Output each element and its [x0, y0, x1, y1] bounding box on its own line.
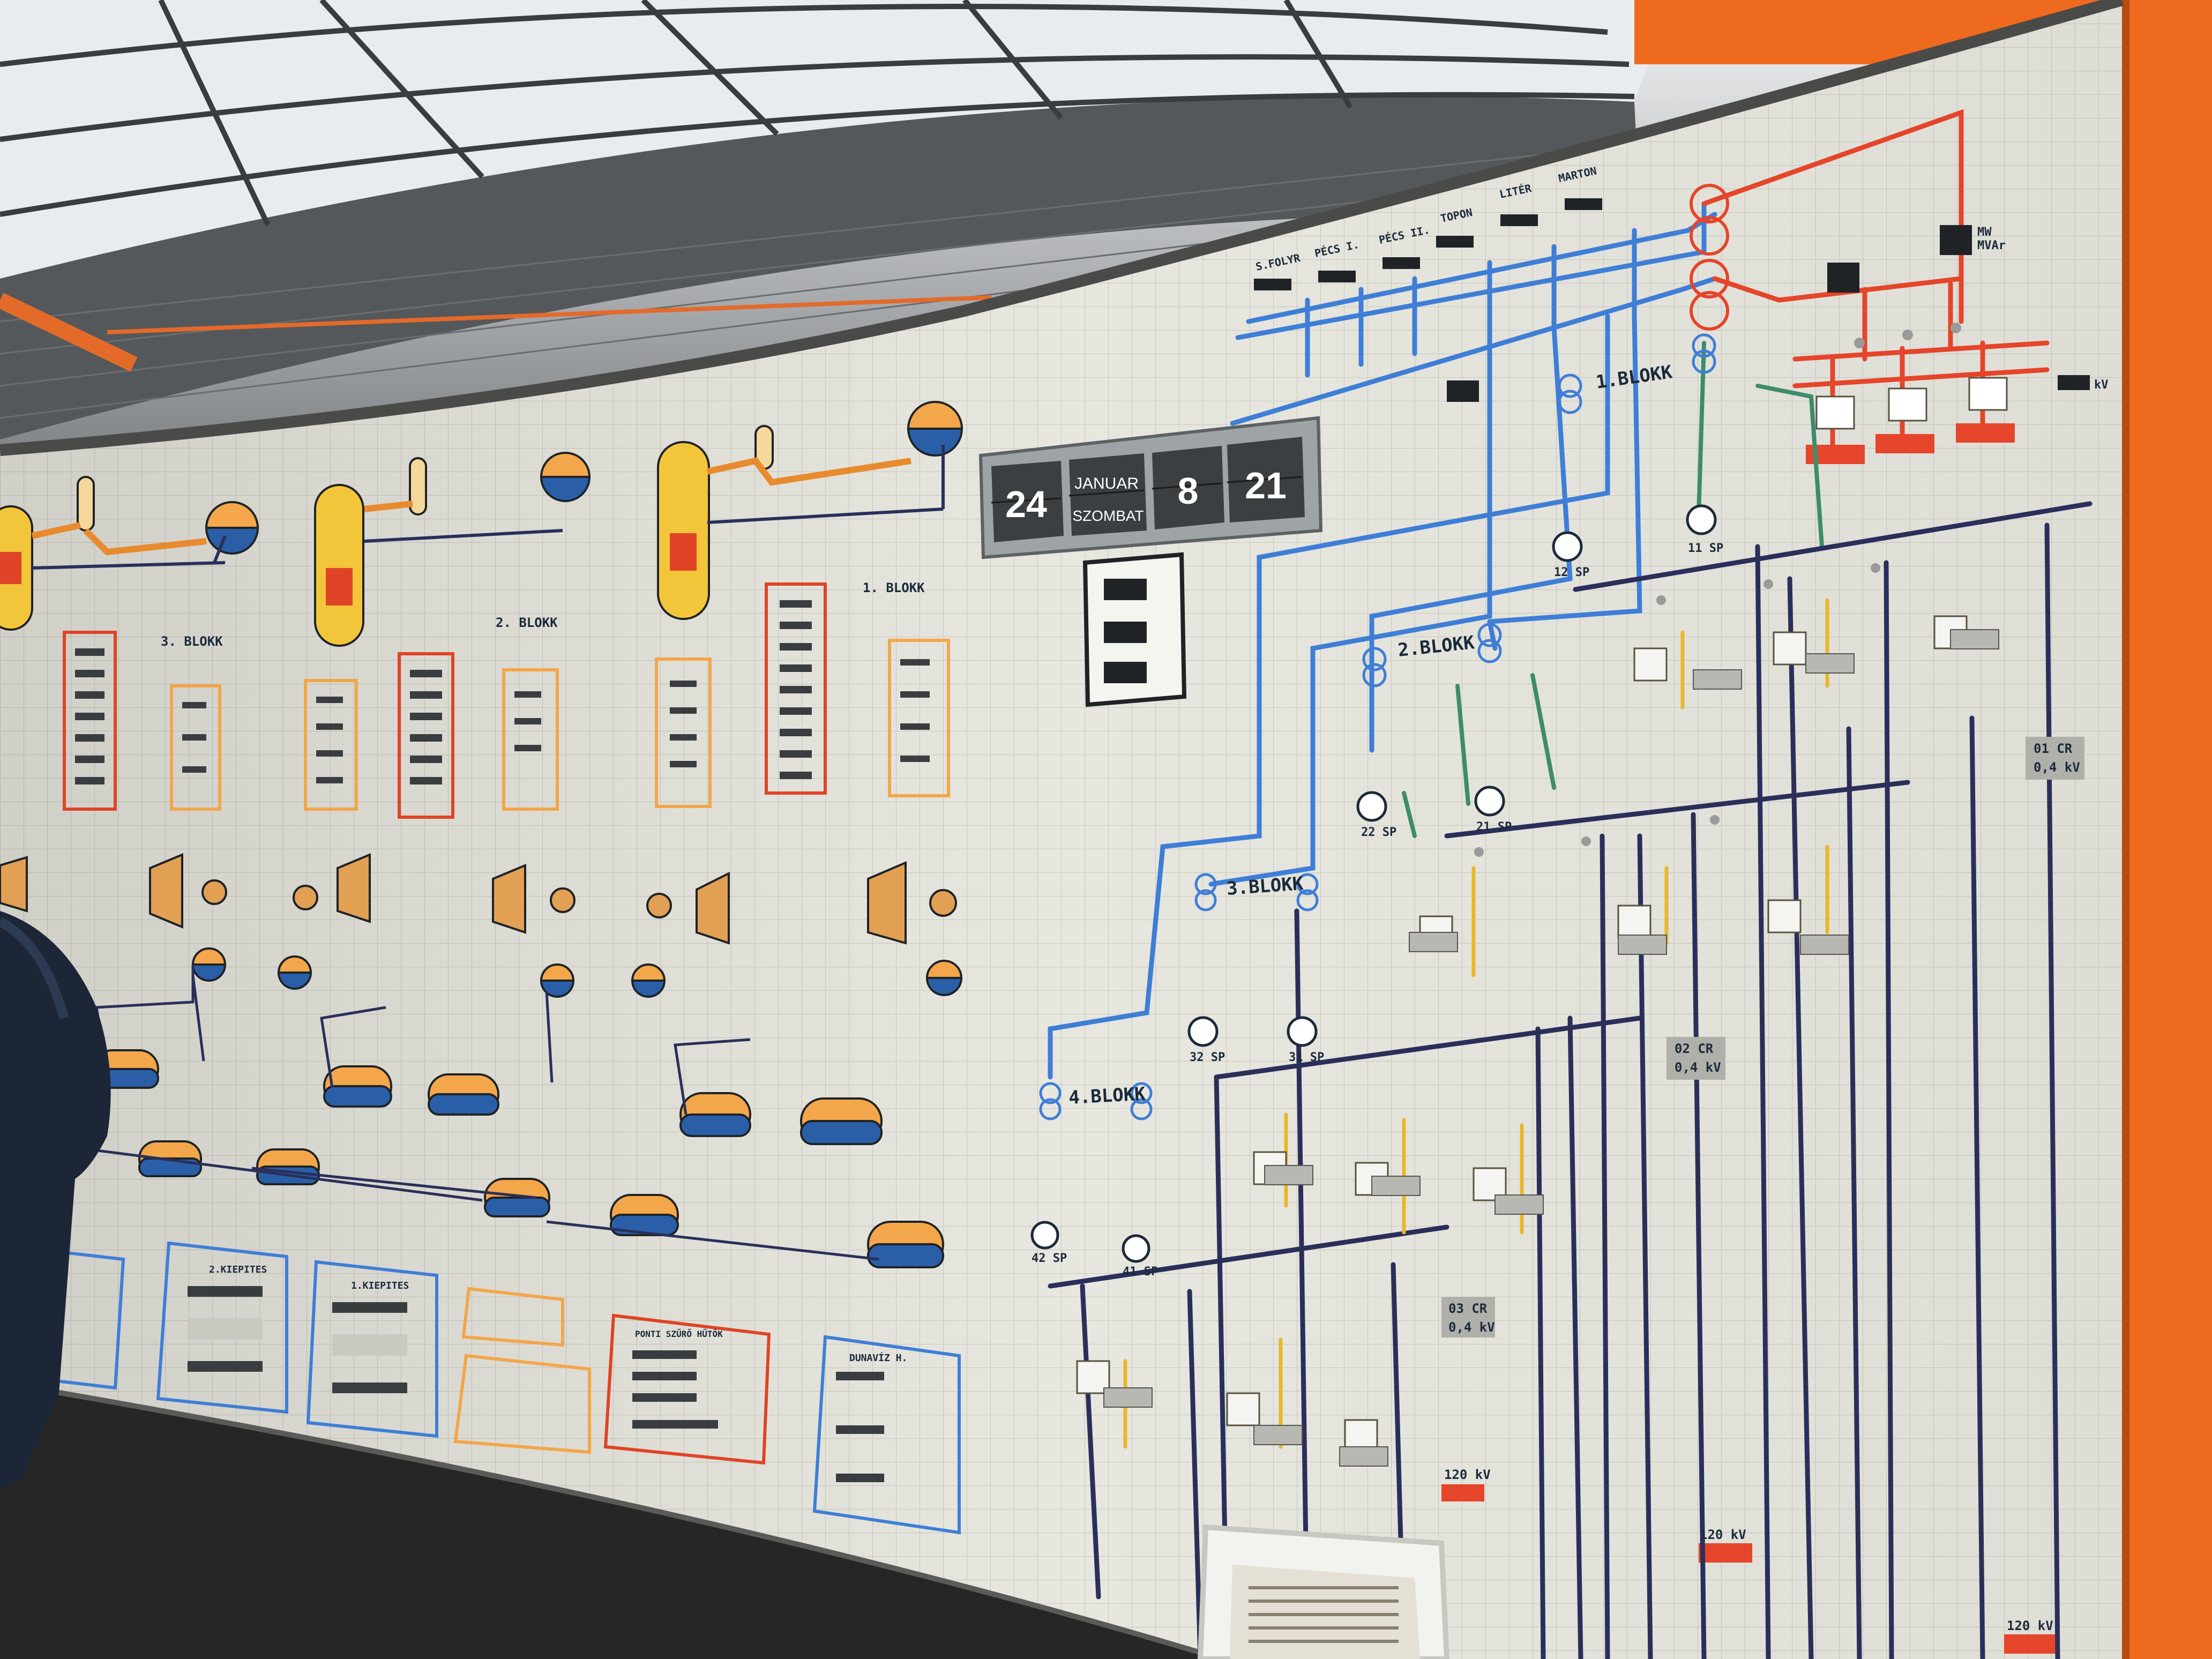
electrical-diagram [1030, 109, 2093, 1659]
kiepites-2-label: 2.KIEPITES [209, 1264, 267, 1275]
cr01-kv: 0,4 kV [2034, 760, 2080, 775]
kiepites-1-label: 1.KIEPITES [351, 1280, 409, 1291]
left-block-1: 1. BLOKK [863, 580, 925, 595]
generator-labels: 12 SP 11 SP 22 SP 21 SP 32 SP 31 SP 42 S… [1032, 542, 1723, 1279]
gen-12sp: 12 SP [1554, 566, 1589, 579]
cr-tags: 01 CR 0,4 kV 02 CR 0,4 kV 03 CR 0,4 kV 1… [1441, 737, 2084, 1633]
kv120-b: 120 kV [1444, 1467, 1491, 1482]
gen-31sp: 31 SP [1289, 1051, 1324, 1064]
clock-day: 24 [1005, 483, 1047, 525]
block-4-label: 4.BLOKK [1068, 1083, 1146, 1109]
cr03-kv: 0,4 kV [1448, 1320, 1495, 1335]
gen-42sp: 42 SP [1032, 1252, 1067, 1265]
kv120-a: 120 kV [1700, 1527, 1746, 1542]
cr03-label: 03 CR [1448, 1301, 1488, 1316]
unit-mvar: MVAr [1977, 239, 2006, 252]
info-placard [1197, 1524, 1450, 1659]
clock-minute: 21 [1245, 465, 1287, 506]
meter-strip-top [1254, 198, 2090, 402]
gen-11sp: 11 SP [1688, 542, 1723, 555]
date-clock-display: 24 JANUAR SZOMBAT 8 21 [978, 416, 1323, 559]
gen-32sp: 32 SP [1190, 1051, 1225, 1064]
visitor-silhouette [0, 911, 111, 1490]
clock-weekday: SZOMBAT [1072, 507, 1144, 524]
unit-kv: kV [2094, 378, 2109, 392]
ero-tags [1103, 629, 1999, 1467]
instrument-box [1082, 552, 1187, 707]
block-labels: 1.BLOKK 2.BLOKK 3.BLOKK 4.BLOKK [1068, 361, 1673, 1109]
clock-hour: 8 [1178, 470, 1199, 512]
kv120-c: 120 kV [2007, 1618, 2053, 1633]
left-block-2: 2. BLOKK [496, 615, 558, 630]
gen-22sp: 22 SP [1361, 826, 1396, 839]
pontiszures-label: PONTI SZŰRŐ HŰTŐK [635, 1328, 723, 1339]
gen-41sp: 41 SP [1123, 1265, 1158, 1279]
clock-month: JANUAR [1074, 475, 1139, 492]
left-block-3: 3. BLOKK [161, 634, 223, 649]
orange-frame-right [2125, 0, 2212, 1659]
cr02-kv: 0,4 kV [1675, 1060, 1721, 1075]
cr02-label: 02 CR [1675, 1041, 1714, 1056]
unit-mw: MW [1977, 226, 1992, 239]
gen-21sp: 21 SP [1476, 820, 1512, 834]
dunaviz-label: DUNAVÍZ H. [849, 1352, 907, 1364]
panel-base [0, 1382, 1222, 1659]
cr01-label: 01 CR [2034, 741, 2073, 756]
process-mimic: 3. BLOKK 2. BLOKK 1. BLOKK 2.KIEPITES 1.… [0, 401, 963, 1535]
